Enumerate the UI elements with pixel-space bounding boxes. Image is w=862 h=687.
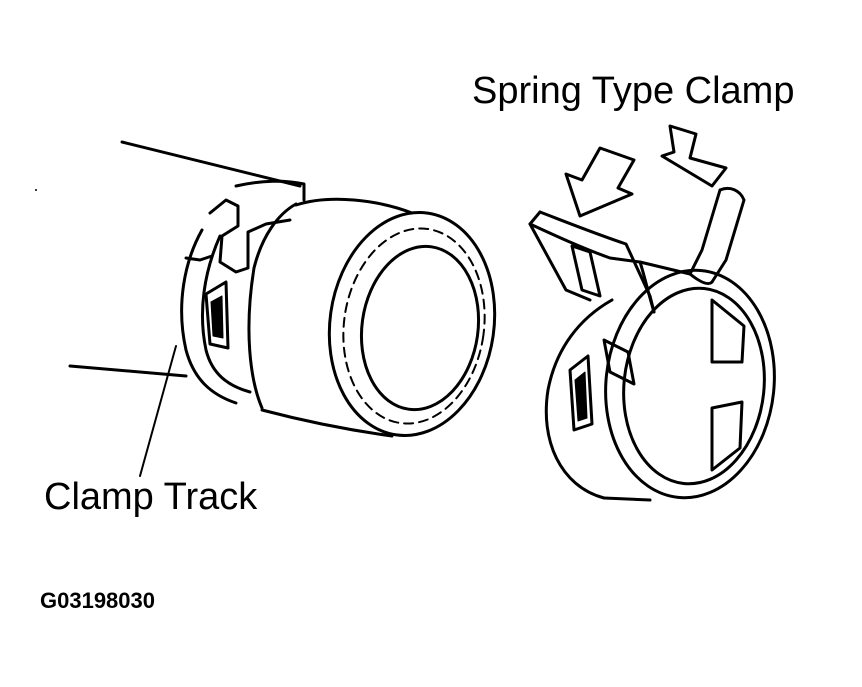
- track-band-back: [234, 179, 306, 202]
- speck: [35, 189, 37, 191]
- track-band-right-edge: [247, 202, 298, 410]
- clamp-left-ear-window: [570, 244, 602, 298]
- clamp-right-ear: [710, 186, 746, 284]
- clamp-right-ear-join: [688, 272, 714, 286]
- squeeze-arrow-left: [564, 146, 636, 218]
- spring-type-clamp-label: Spring Type Clamp: [472, 70, 795, 112]
- clamp-right-slot-top: [710, 298, 746, 364]
- hose-end-top-side: [294, 197, 414, 215]
- clamp-ring-front: [604, 268, 776, 500]
- hose-top-line: [120, 140, 302, 188]
- clamp-track-label: Clamp Track: [44, 476, 258, 518]
- squeeze-arrow-right: [660, 124, 728, 188]
- track-slot: [204, 280, 230, 350]
- clamp-left-ear-side: [528, 222, 592, 302]
- figure-code: G03198030: [40, 588, 155, 613]
- track-mid-notch: [184, 254, 214, 262]
- track-slot-shade: [210, 295, 224, 339]
- clamp-ring-outer: [544, 298, 614, 500]
- clamp-ring-notch: [602, 338, 636, 386]
- hose-end-bead: [342, 227, 486, 425]
- track-notch: [208, 198, 292, 274]
- clamp-right-slot-bottom: [710, 400, 744, 472]
- hose-end-outer: [327, 211, 497, 437]
- hose-assembly: [68, 140, 497, 477]
- clamp-ring-bottom: [602, 496, 652, 502]
- hose-bore: [359, 244, 481, 412]
- spring-clamp: [528, 124, 776, 502]
- hose-bottom-line: [68, 364, 188, 378]
- clamp-left-slot: [568, 354, 594, 432]
- clamp-right-ear-back: [638, 188, 722, 276]
- hose-end-bottom-side: [260, 408, 394, 438]
- track-band-left-inner: [200, 234, 252, 394]
- clamp-left-ear-top: [538, 210, 656, 314]
- clamp-track-leader: [139, 345, 177, 477]
- clamp-left-slot-shade: [574, 371, 588, 422]
